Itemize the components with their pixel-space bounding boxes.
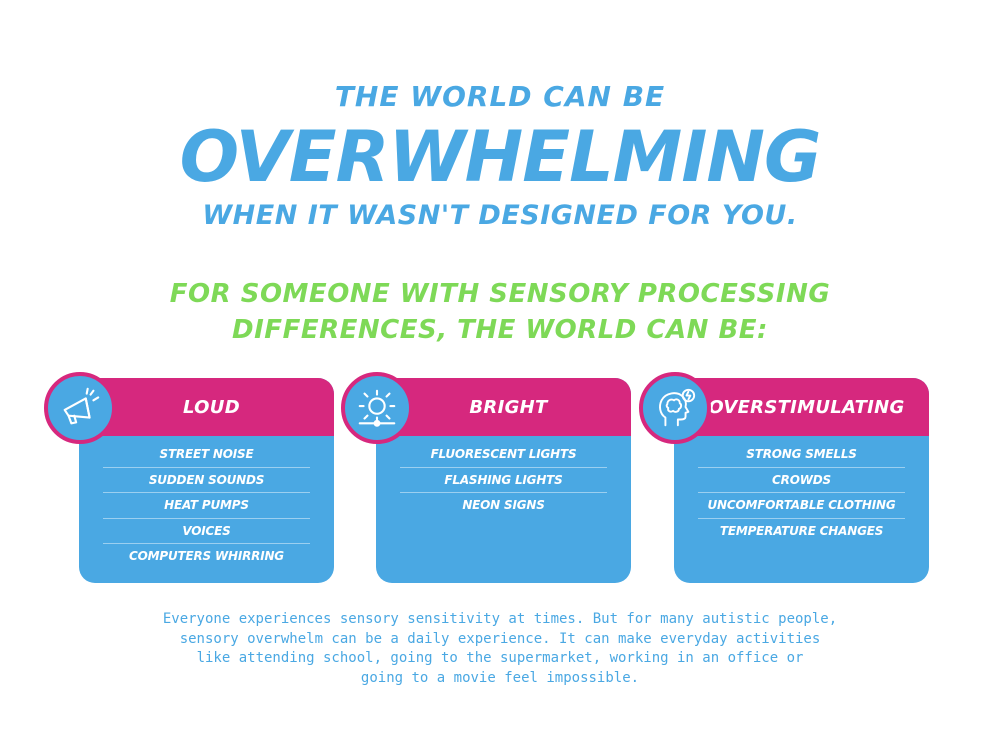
headline: OVERWHELMING [179,116,822,198]
card-list: FLUORESCENT LIGHTS FLASHING LIGHTS NEON … [376,436,631,519]
card-header: LOUD [79,378,334,436]
list-item: CROWDS [698,468,905,493]
title-line-3: WHEN IT WASN'T DESIGNED FOR YOU. [202,200,798,231]
list-item: NEON SIGNS [462,498,545,512]
description-paragraph: Everyone experiences sensory sensitivity… [0,610,1000,688]
list-item: COMPUTERS WHIRRING [129,549,284,563]
paragraph-line: going to a movie feel impossible. [360,669,640,686]
card-title: OVERSTIMULATING [708,396,905,418]
list-item: SUDDEN SOUNDS [103,468,310,493]
card-header: OVERSTIMULATING [674,378,929,436]
list-item: FLUORESCENT LIGHTS [400,442,607,468]
subheading-line-1: FOR SOMEONE WITH SENSORY PROCESSING [169,279,831,309]
subheading-line-2: DIFFERENCES, THE WORLD CAN BE: [232,315,768,345]
megaphone-icon [44,372,116,444]
card-overstimulating: OVERSTIMULATING STRONG SMELLS CROWDS UNC… [674,378,929,583]
list-item: HEAT PUMPS [103,493,310,519]
list-item: UNCOMFORTABLE CLOTHING [698,493,905,519]
list-item: STREET NOISE [103,442,310,468]
brain-head-icon [639,372,711,444]
card-list: STREET NOISE SUDDEN SOUNDS HEAT PUMPS VO… [79,436,334,570]
paragraph-line: sensory overwhelm can be a daily experie… [179,630,821,647]
list-item: FLASHING LIGHTS [400,468,607,493]
list-item: STRONG SMELLS [698,442,905,468]
sun-icon [341,372,413,444]
subheading: FOR SOMEONE WITH SENSORY PROCESSING DIFF… [0,276,1000,348]
card-title: BRIGHT [469,396,548,418]
list-item: VOICES [103,519,310,544]
paragraph-line: Everyone experiences sensory sensitivity… [162,611,838,627]
paragraph-line: like attending school, going to the supe… [196,650,804,666]
card-title: LOUD [183,396,240,418]
card-list: STRONG SMELLS CROWDS UNCOMFORTABLE CLOTH… [674,436,929,544]
title-line-1: THE WORLD CAN BE [334,80,666,113]
list-item: TEMPERATURE CHANGES [719,523,884,538]
card-loud: LOUD STREET NOISE SUDDEN SOUNDS HEAT PUM… [79,378,334,583]
card-bright: BRIGHT FLUORESCENT LIGHTS FLASHING LIGHT… [376,378,631,583]
card-header: BRIGHT [376,378,631,436]
